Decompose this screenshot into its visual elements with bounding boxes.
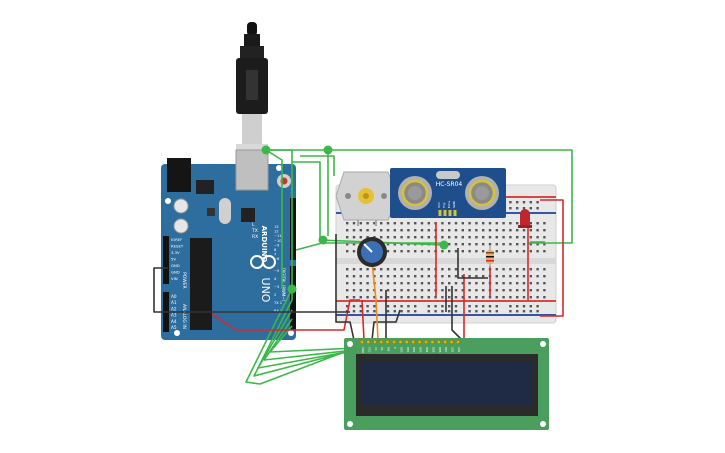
arduino-l-label: L [252, 222, 255, 228]
ultrasonic-label: HC-SR04 [436, 181, 463, 188]
red-led[interactable] [518, 209, 532, 228]
digital-pin-label: ~11 [274, 234, 282, 238]
lcd-pin-label: E [393, 347, 397, 349]
arduino-uno-board: ARDUINO UNO TX RX L POWER ANALOG IN DIGI… [161, 149, 296, 340]
digital-pin-label: 8 [274, 248, 277, 252]
ultrasonic-pin-label: GND [452, 200, 456, 208]
digital-pin-label: 4 [274, 277, 277, 281]
wire-green [253, 299, 371, 377]
wire-red [211, 299, 360, 331]
lcd-pin-label: DB5 [431, 347, 435, 353]
analog-pin-label: A4 [171, 319, 177, 324]
wires[interactable] [153, 149, 573, 385]
lcd-pin-label: LED [451, 347, 455, 352]
arduino-tx-label: TX [251, 228, 258, 234]
wire-black [457, 248, 488, 279]
wire-red [361, 299, 365, 341]
ultrasonic-transducer-right [465, 176, 499, 210]
digital-pin-label: ~5 [274, 269, 279, 273]
wire-junctions[interactable] [261, 145, 449, 294]
ultrasonic-pin-label: VCC [437, 202, 441, 208]
digital-pin-label: RX 0 [274, 309, 283, 313]
arduino-digital-group-label: DIGITAL (PWM~) [281, 268, 286, 302]
wire-green [266, 149, 573, 244]
ultrasonic-pin-label: Trig [442, 203, 446, 209]
arduino-power-group-label: POWER [181, 272, 187, 289]
analog-pin-label: A2 [171, 306, 177, 311]
usb-cable[interactable] [236, 22, 268, 152]
dc-motor[interactable] [335, 171, 399, 226]
digital-pin-label: 7 [274, 253, 276, 257]
wire-green [265, 149, 283, 289]
lcd-pin-label: DB0 [399, 347, 403, 353]
power-pin-label: GND [171, 263, 180, 268]
arduino-analog-group-label: ANALOG IN [181, 304, 187, 329]
lcd-pin-label: VCC [367, 347, 371, 353]
lcd-pin-label: LED [457, 347, 461, 352]
wire-black [335, 234, 355, 341]
lcd-screen [361, 361, 532, 405]
analog-pin-label: A5 [171, 325, 177, 330]
resistor[interactable] [486, 246, 494, 268]
ultrasonic-pin-label: Echo [447, 201, 451, 208]
atmega-chip [190, 238, 212, 330]
lcd-pin-label: DB7 [444, 347, 448, 353]
usb-port[interactable] [235, 149, 269, 191]
analog-pin-label: A3 [171, 313, 177, 318]
lcd-pin-label: DB4 [425, 347, 429, 353]
digital-pin-label: 13 [274, 225, 279, 229]
wire-black [371, 309, 401, 341]
power-pin-label: RESET [171, 244, 184, 249]
digital-pin-label: TX 1 [273, 301, 282, 305]
power-pin-label: 3.3V [171, 250, 180, 255]
lcd-pin-label: RW [387, 347, 391, 352]
arduino-brand-label: ARDUINO [260, 226, 268, 263]
power-pin-label: VIN [171, 276, 178, 281]
digital-pin-label: ~3 [274, 285, 279, 289]
dc-power-jack[interactable] [167, 158, 191, 192]
wire-orange [371, 261, 379, 341]
wire-green [245, 288, 361, 385]
arduino-logo-icon [250, 255, 276, 269]
lcd-pin-label: GND [361, 347, 365, 353]
power-pin-label: 5V [171, 257, 176, 262]
digital-pin-label: ~10 [274, 239, 282, 243]
lcd-pin-label: DB6 [438, 347, 442, 353]
potentiometer[interactable] [357, 237, 387, 267]
digital-pin-label: 12 [274, 230, 279, 234]
digital-pin-label: ~9 [274, 243, 280, 247]
wire-green [300, 155, 335, 176]
lcd-pin-label: DB2 [412, 347, 416, 353]
wire-red [540, 199, 564, 317]
wire-black [451, 286, 463, 341]
arduino-model-label: UNO [259, 278, 272, 303]
lcd-pin-label: V0 [374, 347, 378, 351]
power-pin-label: IOREF [171, 237, 182, 242]
arduino-rx-label: RX [252, 234, 258, 240]
lcd-pin-label: DB1 [406, 347, 410, 353]
lcd-pin-label: RS [380, 347, 384, 351]
ultrasonic-transducer-left [398, 176, 432, 210]
analog-pin-label: A1 [171, 300, 177, 305]
analog-pin-label: A0 [171, 294, 177, 299]
wire-black [153, 267, 350, 313]
power-pin-label: GND [171, 270, 180, 275]
lcd-pin-label: DB3 [419, 347, 423, 353]
digital-pin-label: ~6 [274, 257, 280, 261]
digital-pin-label: 2 [274, 293, 276, 297]
